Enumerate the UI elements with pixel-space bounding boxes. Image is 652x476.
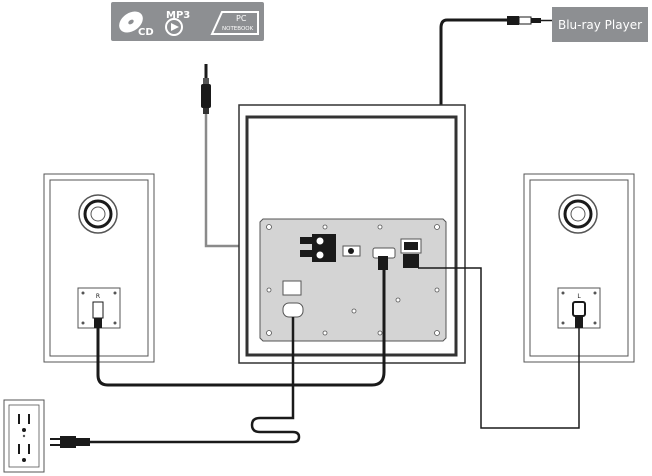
- cd-label: CD: [138, 27, 154, 38]
- audio-jack-icon: [201, 64, 211, 114]
- optical-plug-icon: [507, 16, 552, 25]
- power-switch: [283, 281, 301, 295]
- rear-panel: [260, 219, 446, 341]
- blu-ray-player-badge: Blu-ray Player: [552, 7, 648, 42]
- rca-input-block: [312, 234, 336, 262]
- speaker-right-label: R: [96, 293, 100, 300]
- subwoofer: [239, 105, 465, 363]
- device-label: Blu-ray Player: [558, 18, 642, 32]
- power-socket: [283, 303, 303, 317]
- notebook-label: NOTEBOOK: [222, 26, 254, 32]
- source-badges: CD MP3 PC NOTEBOOK: [111, 2, 264, 41]
- power-plug-icon: [50, 436, 90, 448]
- pc-label: PC: [236, 14, 247, 23]
- mp3-label: MP3: [166, 10, 190, 21]
- wall-outlet-icon: [4, 400, 44, 472]
